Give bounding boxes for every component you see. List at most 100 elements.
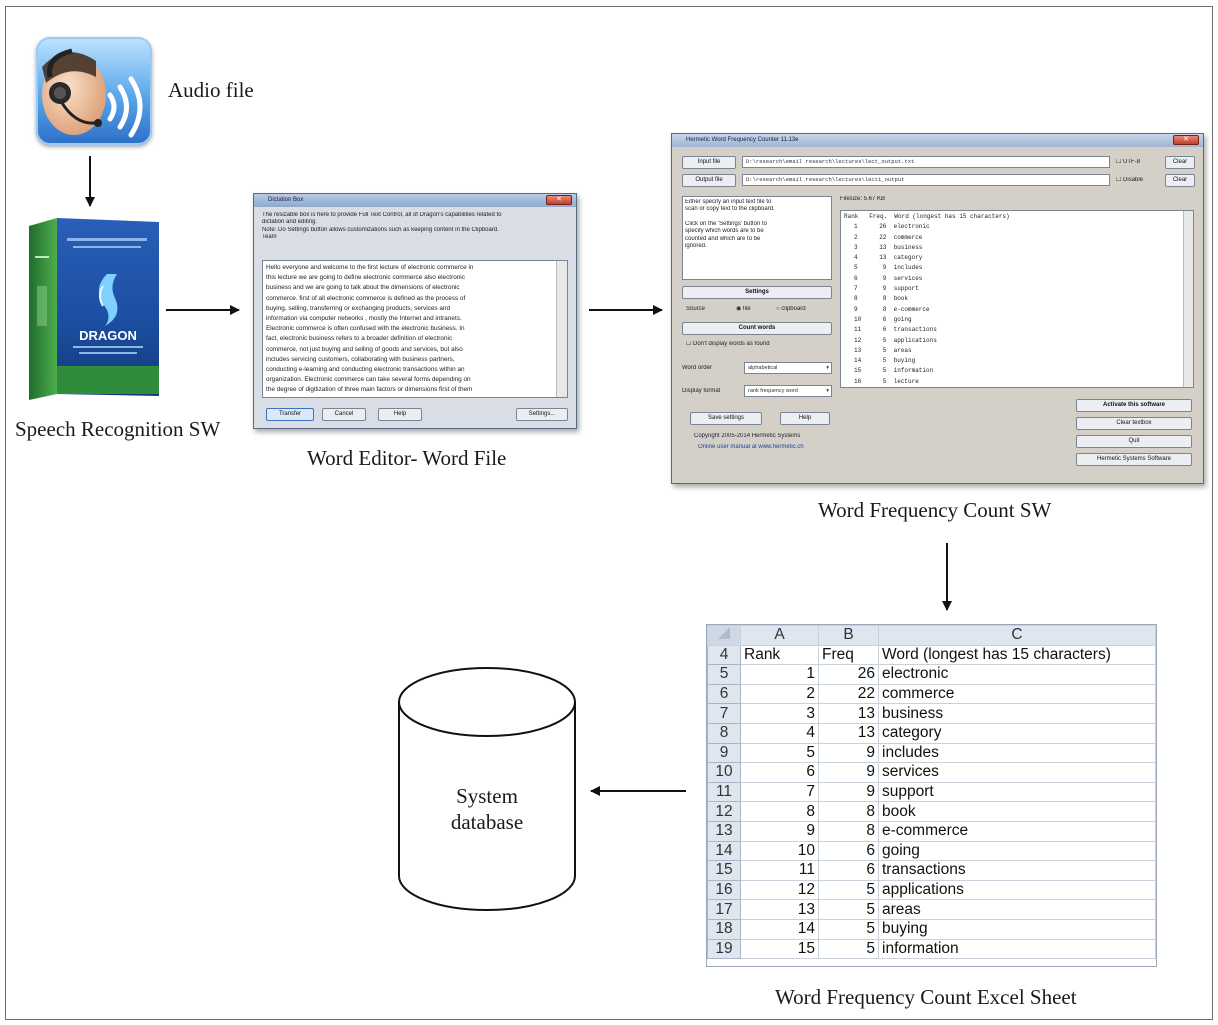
cell-word[interactable]: buying: [878, 918, 1156, 940]
cell-rank[interactable]: 12: [740, 879, 819, 901]
column-header-a[interactable]: A: [740, 625, 819, 646]
cell-rank-header[interactable]: Rank: [740, 644, 819, 666]
cell-word[interactable]: category: [878, 722, 1156, 744]
input-file-field[interactable]: D:\research\email research\lectures\lect…: [742, 156, 1110, 168]
cell-freq[interactable]: 5: [818, 938, 879, 960]
row-header[interactable]: 17: [707, 899, 741, 920]
cell-freq[interactable]: 6: [818, 840, 879, 862]
save-settings-button[interactable]: Save settings: [690, 412, 762, 425]
source-clipboard-radio[interactable]: ○ clipboard: [776, 306, 806, 312]
column-header-c[interactable]: C: [878, 625, 1156, 646]
cell-rank[interactable]: 15: [740, 938, 819, 960]
row-header[interactable]: 6: [707, 683, 741, 705]
close-icon[interactable]: ✕: [546, 195, 572, 205]
row-header[interactable]: 11: [707, 781, 741, 803]
manual-link[interactable]: Online user manual at www.hermetic.ch: [698, 444, 804, 450]
cell-word[interactable]: includes: [878, 742, 1156, 764]
cell-word-header[interactable]: Word (longest has 15 characters): [878, 644, 1156, 666]
quit-button[interactable]: Quit: [1076, 435, 1192, 448]
cell-freq[interactable]: 8: [818, 820, 879, 842]
transfer-button[interactable]: Transfer: [266, 408, 314, 421]
cell-rank[interactable]: 3: [740, 703, 819, 724]
row-header[interactable]: 5: [707, 664, 741, 685]
hermetic-software-button[interactable]: Hermetic Systems Software: [1076, 453, 1192, 466]
clear-input-button[interactable]: Clear: [1165, 156, 1195, 169]
source-file-radio[interactable]: ◉ file: [736, 306, 751, 312]
display-format-select[interactable]: rank frequency word▾: [744, 385, 832, 397]
cell-word[interactable]: book: [878, 801, 1156, 822]
settings-button[interactable]: Settings: [682, 286, 832, 299]
cell-word[interactable]: electronic: [878, 664, 1156, 685]
dictation-scrollbar[interactable]: [556, 261, 567, 397]
cell-rank[interactable]: 1: [740, 664, 819, 685]
row-header[interactable]: 7: [707, 703, 741, 724]
cell-word[interactable]: areas: [878, 899, 1156, 920]
dont-display-checkbox[interactable]: ☐ Don't display words as found: [686, 341, 770, 347]
cell-rank[interactable]: 7: [740, 781, 819, 803]
cell-word[interactable]: information: [878, 938, 1156, 960]
cell-word[interactable]: services: [878, 762, 1156, 783]
cell-freq[interactable]: 13: [818, 722, 879, 744]
select-all-corner[interactable]: [707, 625, 741, 646]
word-order-select[interactable]: alphabetical▾: [744, 362, 832, 374]
cell-word[interactable]: e-commerce: [878, 820, 1156, 842]
row-header[interactable]: 4: [707, 644, 741, 666]
cell-freq[interactable]: 9: [818, 742, 879, 764]
row-header[interactable]: 18: [707, 918, 741, 940]
cell-freq[interactable]: 5: [818, 879, 879, 901]
cell-rank[interactable]: 10: [740, 840, 819, 862]
cell-word[interactable]: commerce: [878, 683, 1156, 705]
cell-word[interactable]: transactions: [878, 860, 1156, 881]
cell-rank[interactable]: 9: [740, 820, 819, 842]
row-header[interactable]: 15: [707, 860, 741, 881]
clear-textbox-button[interactable]: Clear textbox: [1076, 417, 1192, 430]
cell-rank[interactable]: 6: [740, 762, 819, 783]
input-file-button[interactable]: Input file: [682, 156, 736, 169]
cell-freq-header[interactable]: Freq: [818, 644, 879, 666]
cell-rank[interactable]: 4: [740, 722, 819, 744]
cell-rank[interactable]: 2: [740, 683, 819, 705]
activate-button[interactable]: Activate this software: [1076, 399, 1192, 412]
cell-word[interactable]: support: [878, 781, 1156, 803]
settings-button[interactable]: Settings...: [516, 408, 568, 421]
row-header[interactable]: 19: [707, 938, 741, 960]
clear-output-button[interactable]: Clear: [1165, 174, 1195, 187]
disable-checkbox[interactable]: ☐ Disable: [1116, 177, 1144, 183]
cell-freq[interactable]: 9: [818, 781, 879, 803]
row-header[interactable]: 16: [707, 879, 741, 901]
count-words-button[interactable]: Count words: [682, 322, 832, 335]
utf8-checkbox[interactable]: ☐ UTF-8: [1116, 159, 1141, 165]
cell-freq[interactable]: 9: [818, 762, 879, 783]
dictation-text-area[interactable]: Hello everyone and welcome to the first …: [262, 260, 568, 398]
audio-file-label: Audio file: [168, 78, 254, 102]
row-header[interactable]: 9: [707, 742, 741, 764]
cell-freq[interactable]: 13: [818, 703, 879, 724]
cell-word[interactable]: applications: [878, 879, 1156, 901]
cell-freq[interactable]: 5: [818, 918, 879, 940]
output-file-button[interactable]: Output file: [682, 174, 736, 187]
cell-word[interactable]: business: [878, 703, 1156, 724]
row-header[interactable]: 14: [707, 840, 741, 862]
row-header[interactable]: 10: [707, 762, 741, 783]
cell-freq[interactable]: 8: [818, 801, 879, 822]
cell-word[interactable]: going: [878, 840, 1156, 862]
row-header[interactable]: 12: [707, 801, 741, 822]
cell-rank[interactable]: 13: [740, 899, 819, 920]
cell-freq[interactable]: 26: [818, 664, 879, 685]
column-header-b[interactable]: B: [818, 625, 879, 646]
help-button[interactable]: Help: [780, 412, 830, 425]
output-file-field[interactable]: D:\research\email research\lectures\lect…: [742, 174, 1110, 186]
cell-freq[interactable]: 22: [818, 683, 879, 705]
cancel-button[interactable]: Cancel: [322, 408, 366, 421]
row-header[interactable]: 8: [707, 722, 741, 744]
cell-rank[interactable]: 14: [740, 918, 819, 940]
row-header[interactable]: 13: [707, 820, 741, 842]
cell-rank[interactable]: 5: [740, 742, 819, 764]
help-button[interactable]: Help: [378, 408, 422, 421]
close-icon[interactable]: ✕: [1173, 135, 1199, 145]
results-scrollbar[interactable]: [1183, 211, 1193, 387]
cell-rank[interactable]: 11: [740, 860, 819, 881]
cell-freq[interactable]: 6: [818, 860, 879, 881]
cell-freq[interactable]: 5: [818, 899, 879, 920]
cell-rank[interactable]: 8: [740, 801, 819, 822]
